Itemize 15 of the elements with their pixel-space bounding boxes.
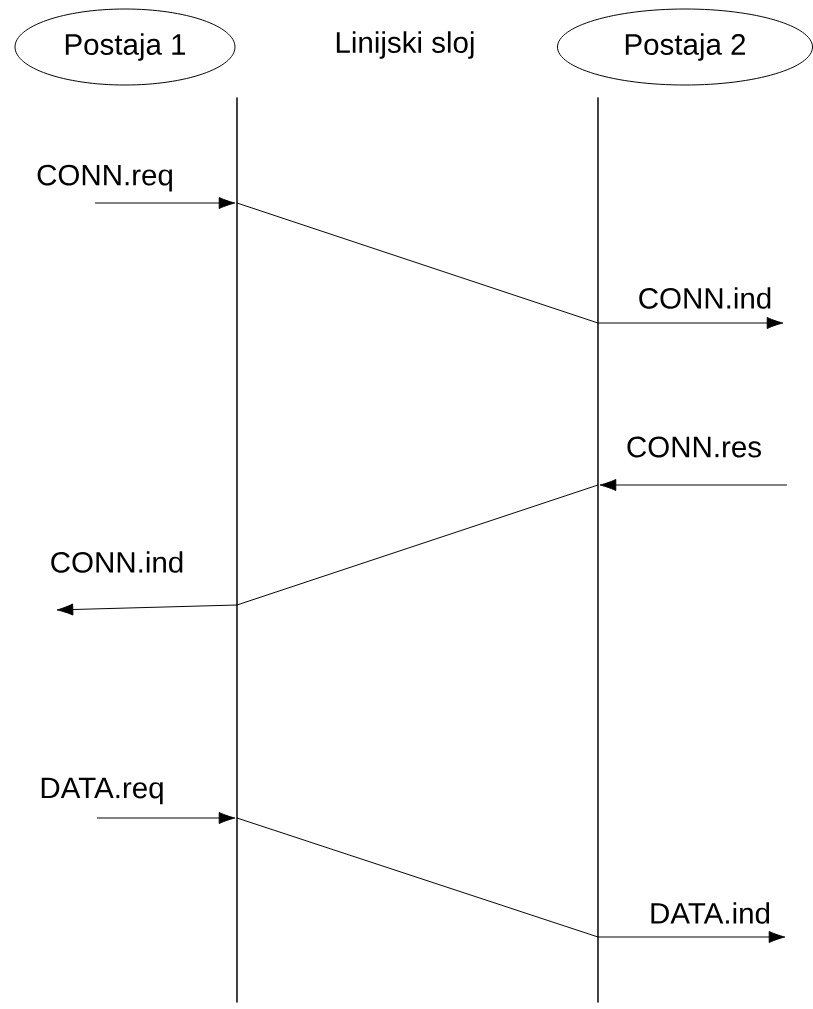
message-label: DATA.ind xyxy=(647,900,773,926)
arrow xyxy=(96,812,236,824)
arrow xyxy=(56,603,238,616)
message-label: CONN.res xyxy=(624,435,764,459)
lifeline xyxy=(597,97,599,1003)
arrow xyxy=(94,197,236,209)
layer-label: Linijski sloj xyxy=(336,31,474,59)
arrow xyxy=(599,479,788,491)
message-label: CONN.ind xyxy=(48,549,186,575)
message-label: CONN.ind xyxy=(636,285,774,311)
message-label: CONN.req xyxy=(34,163,176,193)
arrow xyxy=(597,931,786,943)
lifeline xyxy=(236,97,238,1003)
arrow xyxy=(597,317,784,329)
message-label: DATA.req xyxy=(38,776,166,806)
